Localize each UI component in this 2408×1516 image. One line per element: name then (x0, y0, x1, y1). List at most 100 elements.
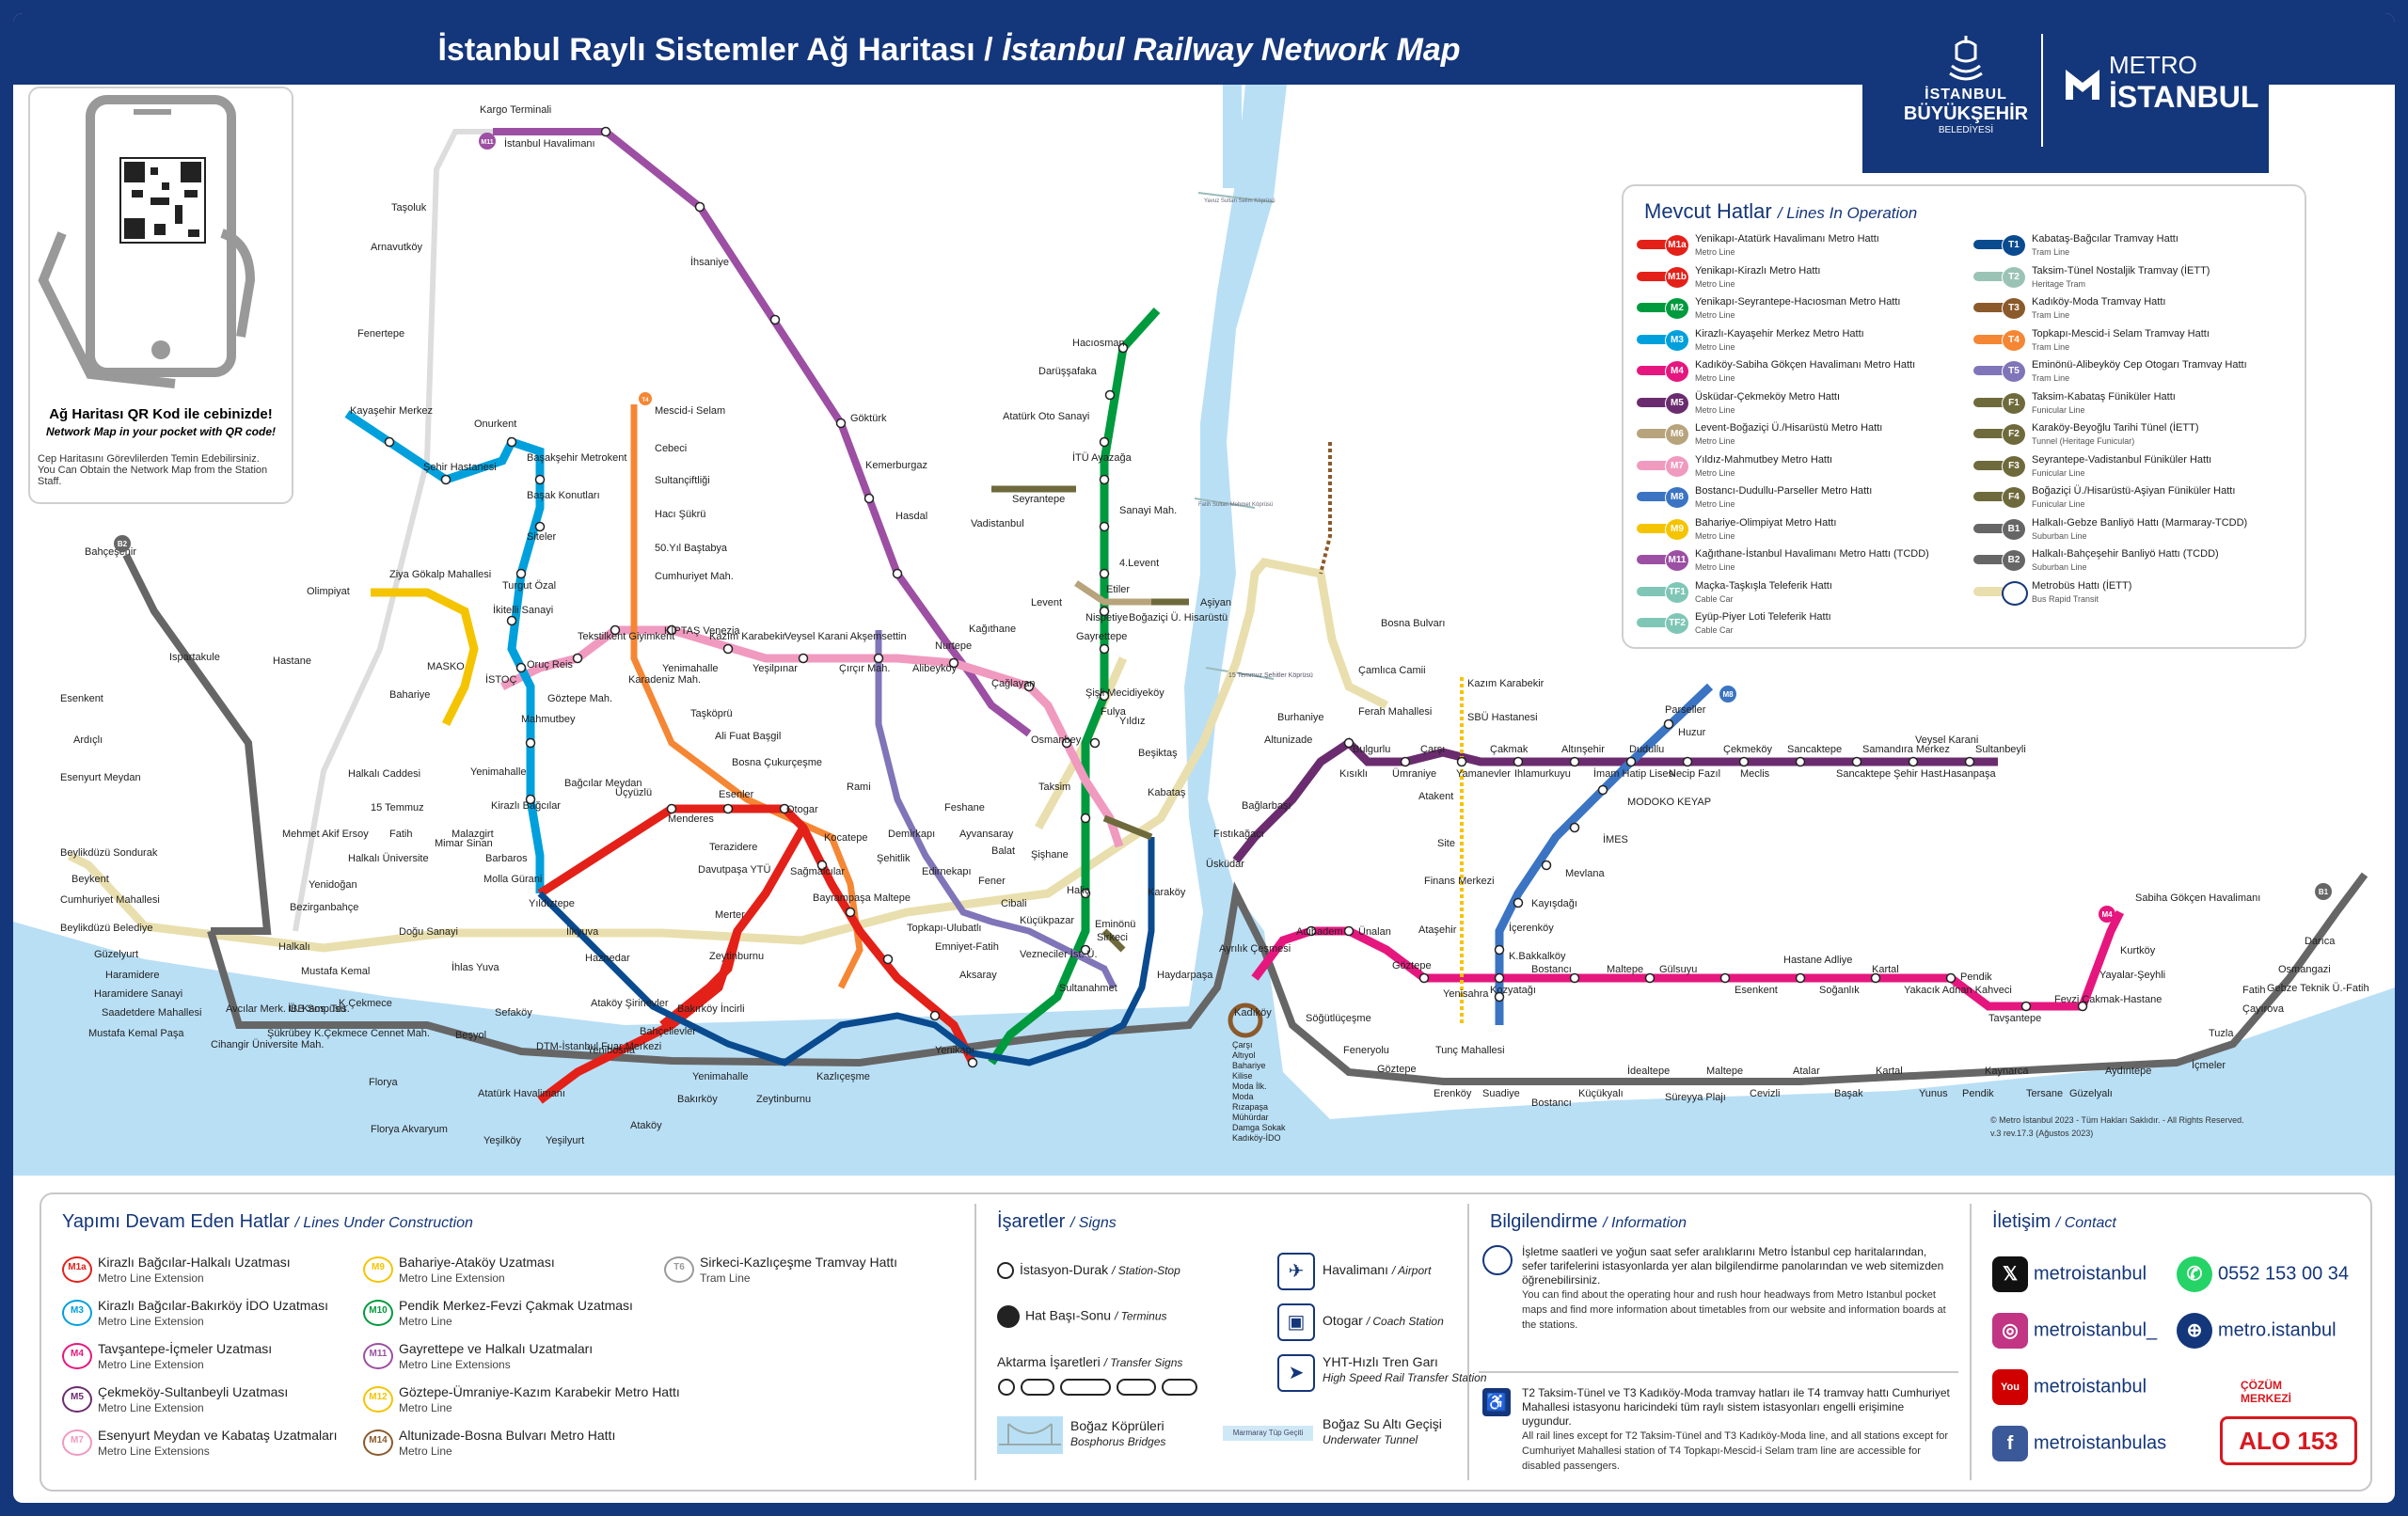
station-marker[interactable] (1513, 756, 1524, 767)
station-label: İkitelli Sanayi (493, 604, 553, 616)
station-marker[interactable] (525, 794, 536, 805)
station-marker[interactable] (769, 314, 781, 325)
station-marker[interactable] (1964, 756, 1975, 767)
station-marker[interactable] (1569, 972, 1580, 984)
station-label: Sanayi Mah. (1119, 505, 1177, 516)
station-marker[interactable] (694, 201, 705, 213)
station-marker[interactable] (1089, 737, 1101, 749)
station-marker[interactable] (1099, 643, 1110, 655)
station-marker[interactable] (863, 493, 875, 504)
station-marker[interactable] (1870, 972, 1881, 984)
station-marker[interactable] (1682, 756, 1693, 767)
station-marker[interactable] (1541, 860, 1552, 871)
station-marker[interactable] (1945, 972, 1956, 984)
station-marker[interactable] (1795, 756, 1806, 767)
line-name: Kadıköy-Sabiha Gökçen Havalimanı Metro H… (1695, 359, 1916, 371)
station-label: İlkyuva (566, 925, 599, 938)
info-title: Bilgilendirme / Information (1490, 1211, 1687, 1232)
station-marker[interactable] (1117, 342, 1129, 354)
station-marker[interactable] (1099, 606, 1110, 617)
station-marker[interactable] (948, 657, 959, 669)
station-marker[interactable] (666, 624, 677, 636)
station-marker[interactable] (1494, 972, 1505, 984)
station-marker[interactable] (1795, 972, 1806, 984)
station-marker[interactable] (1080, 944, 1091, 955)
station-label: Soğanlık (1819, 985, 1860, 996)
station-marker[interactable] (1719, 972, 1731, 984)
station-marker[interactable] (845, 907, 856, 918)
station-label: Ferah Mahallesi (1358, 706, 1432, 718)
station-marker[interactable] (506, 436, 517, 448)
station-marker[interactable] (1418, 972, 1430, 984)
station-marker[interactable] (515, 662, 527, 673)
instagram-link[interactable]: ◎metroistanbul_ (1992, 1313, 2157, 1349)
station-marker[interactable] (1099, 436, 1110, 448)
station-marker[interactable] (816, 860, 828, 871)
station-marker[interactable] (1494, 991, 1505, 1003)
network-map[interactable]: Yavuz Sultan Selim Köprüsü Fatih Sultan … (13, 85, 2395, 1176)
station-marker[interactable] (798, 653, 809, 664)
station-marker[interactable] (1099, 521, 1110, 532)
station-marker[interactable] (666, 803, 677, 814)
whatsapp-link[interactable]: ✆0552 153 00 34 (2177, 1256, 2349, 1292)
station-marker[interactable] (722, 803, 734, 814)
station-marker[interactable] (572, 653, 583, 664)
station-marker[interactable] (610, 624, 621, 636)
station-marker[interactable] (1343, 737, 1354, 749)
station-marker[interactable] (1569, 756, 1580, 767)
station-marker[interactable] (1099, 474, 1110, 485)
station-marker[interactable] (1597, 784, 1608, 796)
station-marker[interactable] (1400, 756, 1411, 767)
alo-153-badge[interactable]: ALO 153 (2220, 1416, 2357, 1465)
station-label: Cibali (1001, 898, 1027, 909)
station-label: Başak Konutları (527, 490, 600, 501)
station-marker[interactable] (892, 568, 903, 579)
station-marker[interactable] (1080, 813, 1091, 824)
station-marker[interactable] (873, 653, 884, 664)
station-marker[interactable] (1343, 925, 1354, 937)
station-marker[interactable] (1494, 944, 1505, 955)
station-marker[interactable] (1061, 737, 1072, 749)
station-marker[interactable] (1099, 690, 1110, 702)
web-link[interactable]: ⊕metro.istanbul (2177, 1313, 2337, 1349)
station-marker[interactable] (967, 1057, 978, 1068)
station-marker[interactable] (1104, 389, 1116, 401)
station-marker[interactable] (1306, 925, 1317, 937)
station-label: Yenikapı (935, 1045, 974, 1056)
station-marker[interactable] (835, 418, 847, 429)
station-marker[interactable] (1023, 681, 1035, 692)
station-marker[interactable] (779, 803, 790, 814)
station-label: Kurtköy (2120, 945, 2156, 956)
station-marker[interactable] (1908, 756, 1919, 767)
station-marker[interactable] (2077, 1001, 2088, 1012)
station-marker[interactable] (882, 954, 894, 965)
station-label: İhsaniye (690, 256, 729, 268)
station-marker[interactable] (515, 568, 527, 579)
station-marker[interactable] (506, 615, 517, 626)
station-marker[interactable] (525, 737, 536, 749)
station-marker[interactable] (600, 126, 611, 137)
station-label: Bahariye (389, 689, 430, 701)
station-marker[interactable] (722, 643, 734, 655)
station-marker[interactable] (1663, 719, 1674, 730)
station-marker[interactable] (1644, 972, 1656, 984)
station-marker[interactable] (534, 521, 546, 532)
station-marker[interactable] (1569, 822, 1580, 833)
station-marker[interactable] (1099, 568, 1110, 579)
station-marker[interactable] (534, 474, 546, 485)
station-marker[interactable] (1513, 897, 1524, 908)
station-marker[interactable] (384, 436, 395, 448)
station-marker[interactable] (1851, 756, 1862, 767)
station-marker[interactable] (1080, 888, 1091, 899)
station-marker[interactable] (1456, 756, 1467, 767)
station-marker[interactable] (440, 474, 452, 485)
station-marker[interactable] (1738, 756, 1750, 767)
station-marker[interactable] (1625, 756, 1637, 767)
station-marker[interactable] (2020, 1001, 2032, 1012)
station-label: Levent (1031, 597, 1062, 608)
station-marker[interactable] (929, 1010, 941, 1021)
line-swatch (1637, 492, 1686, 501)
